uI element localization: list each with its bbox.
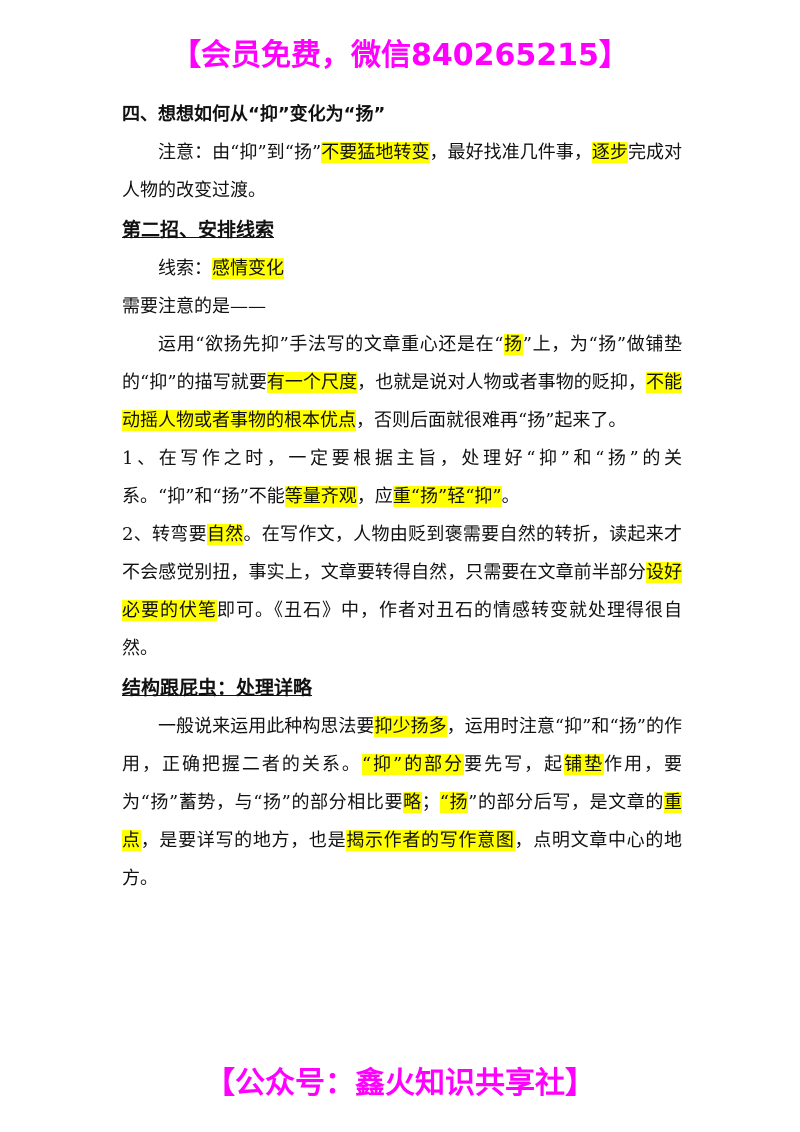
banner-top: 【会员免费，微信840265215】: [171, 38, 629, 73]
highlight: 扬: [503, 334, 523, 355]
highlight: 自然: [206, 524, 244, 545]
text-run: ”上，为“扬”做铺垫的“抑”的描写就要: [122, 334, 683, 393]
text-run: 即可。《丑石》中，作者对丑石的情感转变就处理得很自然。: [122, 600, 682, 659]
point-two: 2、转弯要自然。在写作文，人物由贬到褒需要自然的转折，读起来才不会感觉别扭，事实…: [122, 516, 682, 668]
text-run: ”的部分后写，是文章的: [468, 792, 665, 813]
text-run: 作用，要为“扬”蓄势，与“扬”的部分相比要: [122, 754, 683, 813]
highlight: 有一个尺度: [266, 372, 358, 393]
clue-line: 线索：感情变化: [122, 250, 682, 288]
highlight: “抑”的部分: [361, 754, 465, 775]
text-run: 完成对人物的改变过渡。: [122, 142, 683, 201]
text-run: 。: [501, 486, 520, 507]
text-run: ，运用时注意“抑”和“扬”的作用，正确把握二者的关系。: [122, 716, 683, 775]
text-run: 。在写作文，人物由贬到褒需要自然的转折，读起来才不会感觉别扭，事实上，文章要转得…: [122, 524, 683, 583]
text-run: ，否则后面就很难再“扬”起来了。: [356, 410, 627, 431]
text-run: ，也就是说对人物或者事物的贬抑，: [357, 372, 646, 393]
section-four-note: 注意：由“抑”到“扬”不要猛地转变，最好找准几件事，逐步完成对人物的改变过渡。: [122, 134, 682, 210]
section-four-heading: 四、想想如何从“抑”变化为“扬”: [122, 104, 386, 125]
paragraph-detail: 一般说来运用此种构思法要抑少扬多，运用时注意“抑”和“扬”的作用，正确把握二者的…: [122, 708, 682, 898]
attention-line: 需要注意的是——: [122, 296, 266, 317]
highlight: 揭示作者的写作意图: [346, 830, 515, 851]
document-body: 四、想想如何从“抑”变化为“扬” 注意：由“抑”到“扬”不要猛地转变，最好找准几…: [122, 96, 682, 898]
text-run: ；: [421, 792, 440, 813]
highlight: 逐步: [591, 142, 628, 163]
highlight: 略: [403, 792, 422, 813]
text-run: 线索：: [158, 258, 212, 279]
text-run: 1、在写作之时，一定要根据主旨，处理好“抑”和“扬”的关系。“抑”和“扬”不能: [122, 448, 682, 507]
paragraph-weight: 运用“欲扬先抑”手法写的文章重心还是在“扬”上，为“扬”做铺垫的“抑”的描写就要…: [122, 326, 683, 440]
text-run: 注意：由“抑”到“扬”: [158, 142, 322, 163]
banner-bottom: 【公众号：鑫火知识共享社】: [205, 1066, 595, 1101]
highlight: 铺垫: [564, 754, 605, 775]
text-run: 2、转弯要: [122, 524, 207, 545]
highlight: 抑少扬多: [374, 716, 447, 737]
highlight: 等量齐观: [284, 486, 357, 507]
text-run: 要先写，起: [464, 754, 565, 775]
highlight: “扬: [439, 792, 469, 813]
text-run: ，点明文章中心的地方。: [122, 830, 683, 889]
section-two-heading: 第二招、安排线索: [122, 219, 275, 241]
highlight: 不要猛地转变: [321, 142, 430, 163]
text-run: 运用“欲扬先抑”手法写的文章重心还是在“: [158, 334, 504, 355]
text-run: ，最好找准几件事，: [429, 142, 592, 163]
text-run: ，是要详写的地方，也是: [140, 830, 347, 851]
text-run: 一般说来运用此种构思法要: [158, 716, 375, 737]
point-one: 1、在写作之时，一定要根据主旨，处理好“抑”和“扬”的关系。“抑”和“扬”不能等…: [122, 440, 682, 516]
text-run: ，应: [356, 486, 393, 507]
section-structure-heading: 结构跟屁虫：处理详略: [122, 677, 313, 699]
highlight: 重“扬”轻“抑”: [392, 486, 502, 507]
highlight: 感情变化: [212, 258, 284, 279]
